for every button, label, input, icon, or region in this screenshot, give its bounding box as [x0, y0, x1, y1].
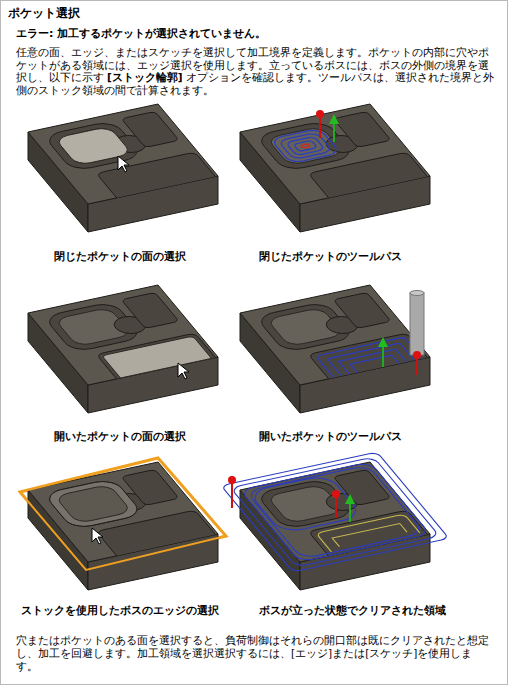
error-message: エラー: 加工するポケットが選択されていません。: [16, 26, 266, 41]
image-caption: ストックを使用したボスのエッジの選択: [21, 604, 219, 618]
footer-note: 穴またはポケットのある面を選択すると、負荷制御はそれらの開口部は既にクリアされた…: [16, 634, 494, 673]
option-name: [ストック輪郭]: [107, 71, 183, 83]
image-caption: ボスが立った状態でクリアされた領域: [259, 604, 446, 618]
image-caption: 開いたポケットのツールパス: [259, 430, 402, 444]
image-caption: 閉じたポケットの面の選択: [54, 250, 186, 264]
image-caption: 開いたポケットの面の選択: [54, 430, 186, 444]
description: 任意の面、エッジ、またはスケッチを選択して加工境界を定義します。ポケットの内部に…: [16, 46, 494, 96]
image-caption: 閉じたポケットのツールパス: [259, 250, 402, 264]
dialog-title: ポケット選択: [8, 5, 80, 22]
